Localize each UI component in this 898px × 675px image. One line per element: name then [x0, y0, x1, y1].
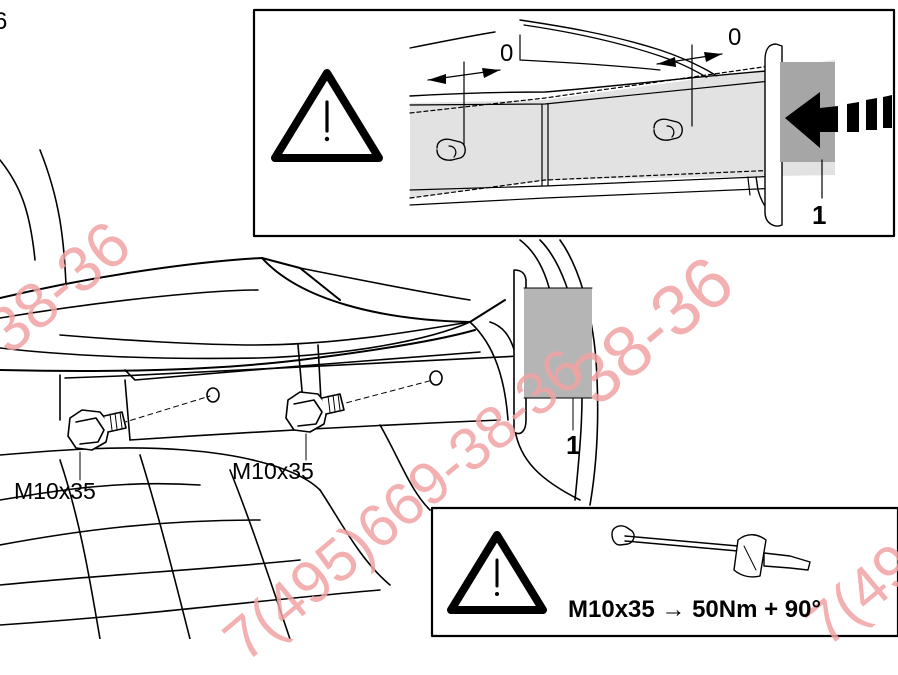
bolt-label: M10x35 — [14, 478, 96, 504]
figure-number: 6 — [0, 8, 8, 35]
gap-label: 0 — [500, 40, 514, 67]
part-callout: 1 — [566, 430, 581, 460]
bolt-label: M10x35 — [232, 458, 314, 484]
bolt-left-drawing — [67, 409, 127, 481]
figure: 38-36 38-36 7(495)669-38-36 7(49 6 0 0 1… — [0, 8, 898, 674]
top-inset-drawing — [409, 19, 892, 227]
part-callout: 1 — [812, 200, 827, 230]
gap-label: 0 — [728, 24, 742, 51]
torque-spec: M10x35 → 50Nm + 90° — [568, 596, 822, 623]
bolt-right-drawing — [285, 391, 345, 461]
illustration — [0, 8, 898, 639]
warning-icon — [447, 531, 547, 614]
main-bracket-part — [513, 269, 593, 435]
torque-wrench-icon — [611, 525, 811, 578]
warning-icon — [271, 69, 383, 162]
